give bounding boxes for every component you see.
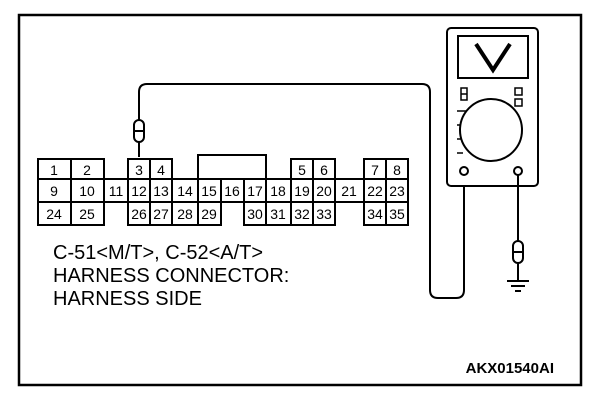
pin-32: 32 xyxy=(294,206,310,222)
pin-25: 25 xyxy=(79,206,95,222)
pin-17: 17 xyxy=(247,183,263,199)
multimeter xyxy=(446,27,539,187)
pin-8: 8 xyxy=(393,162,401,178)
pin-16: 16 xyxy=(224,183,240,199)
harness-connector xyxy=(37,154,409,226)
pin-3: 3 xyxy=(135,162,143,178)
caption-line-1: C-51<M/T>, C-52<A/T> xyxy=(53,242,263,264)
meter-lead-positive xyxy=(138,83,465,299)
meter-jack-positive xyxy=(459,166,469,176)
pin-2: 2 xyxy=(83,162,91,178)
pin-19: 19 xyxy=(294,183,310,199)
pin-10: 10 xyxy=(79,183,95,199)
connector-caption: C-51<M/T>, C-52<A/T> HARNESS CONNECTOR: … xyxy=(53,242,289,310)
figure-code: AKX01540AI xyxy=(466,360,554,377)
pin-30: 30 xyxy=(247,206,263,222)
ground-icon xyxy=(507,280,529,292)
pin-12: 12 xyxy=(131,183,147,199)
pin-14: 14 xyxy=(177,183,193,199)
pin-labels-row-2: 9 10 11 12 13 14 15 16 17 18 19 20 21 22… xyxy=(50,183,405,199)
pin-34: 34 xyxy=(367,206,383,222)
pin-24: 24 xyxy=(46,206,62,222)
voltage-symbol-icon xyxy=(474,42,512,74)
pin-7: 7 xyxy=(371,162,379,178)
pin-21: 21 xyxy=(341,183,357,199)
pin-33: 33 xyxy=(316,206,332,222)
pin-4: 4 xyxy=(157,162,165,178)
pin-6: 6 xyxy=(320,162,328,178)
pin-13: 13 xyxy=(153,183,169,199)
pin-31: 31 xyxy=(270,206,286,222)
pin-22: 22 xyxy=(367,183,383,199)
meter-dial xyxy=(459,98,523,162)
pin-9: 9 xyxy=(50,183,58,199)
pin-27: 27 xyxy=(153,206,169,222)
pin-5: 5 xyxy=(298,162,306,178)
pin-1: 1 xyxy=(50,162,58,178)
meter-display xyxy=(457,35,529,79)
pin-20: 20 xyxy=(316,183,332,199)
test-probe-pin-3 xyxy=(133,119,145,157)
caption-line-2: HARNESS CONNECTOR: xyxy=(53,265,289,287)
pin-11: 11 xyxy=(109,183,124,199)
pin-labels-row-1: 1 2 3 4 5 6 7 8 xyxy=(50,162,401,178)
caption-line-3: HARNESS SIDE xyxy=(53,288,202,310)
pin-labels-row-3: 24 25 26 27 28 29 30 31 32 33 34 35 xyxy=(46,206,405,222)
figure-frame xyxy=(17,13,583,387)
pin-28: 28 xyxy=(177,206,193,222)
pin-35: 35 xyxy=(389,206,405,222)
meter-lead-ground xyxy=(512,175,524,280)
pin-18: 18 xyxy=(270,183,286,199)
pin-15: 15 xyxy=(201,183,217,199)
pin-29: 29 xyxy=(201,206,217,222)
pin-26: 26 xyxy=(131,206,147,222)
pin-23: 23 xyxy=(389,183,405,199)
